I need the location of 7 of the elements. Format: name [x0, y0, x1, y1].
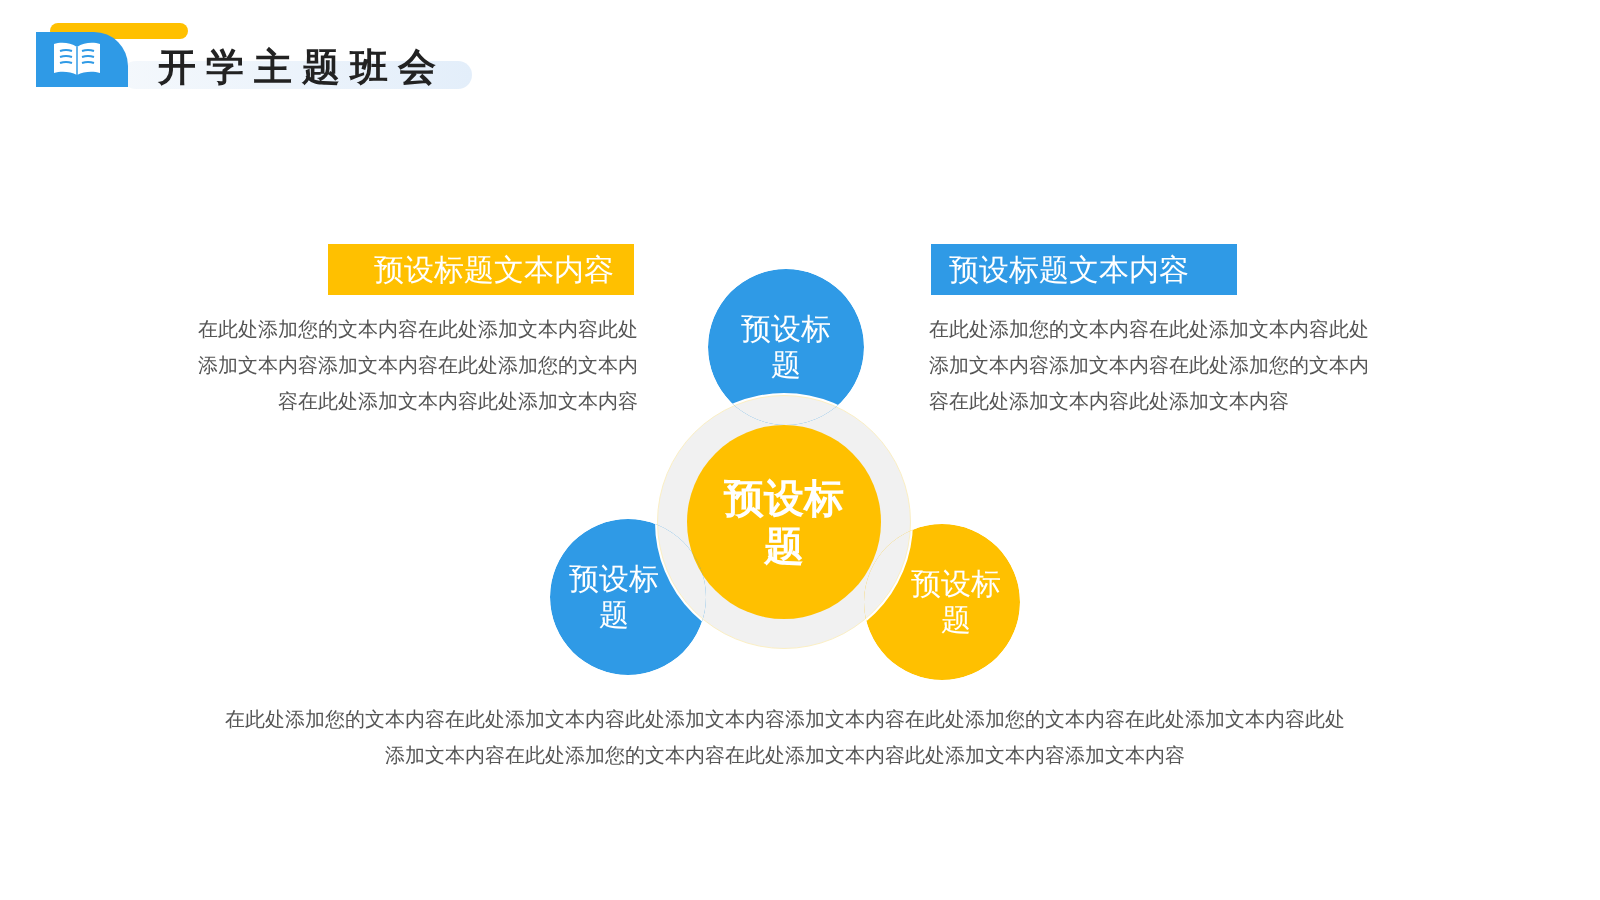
center-circle: 预设标题 — [687, 425, 881, 619]
body-text: 在此处添加您的文本内容在此处添加文本内容此处添加文本内容添加文本内容在此处添加您的文本内容在此处添加文本内容此处添加文本内容在此处添加您的文本内容在此处添加文本内容此处添加文本内容添加文本内容 — [224, 706, 1346, 769]
body-text: 在此处添加您的文本内容在此处添加文本内容此处添加文本内容添加文本内容在此处添加您的文本内容在此处添加文本内容此处添加文本内容 — [929, 316, 1370, 415]
heading-banner: 预设标题文本内容 — [328, 244, 634, 295]
body-text: 在此处添加您的文本内容在此处添加文本内容此处添加文本内容添加文本内容在此处添加您的文本内容在此处添加文本内容此处添加文本内容 — [197, 316, 638, 415]
heading-banner: 预设标题文本内容 — [931, 244, 1237, 295]
slide-title: 开学主题班会 — [158, 44, 446, 90]
